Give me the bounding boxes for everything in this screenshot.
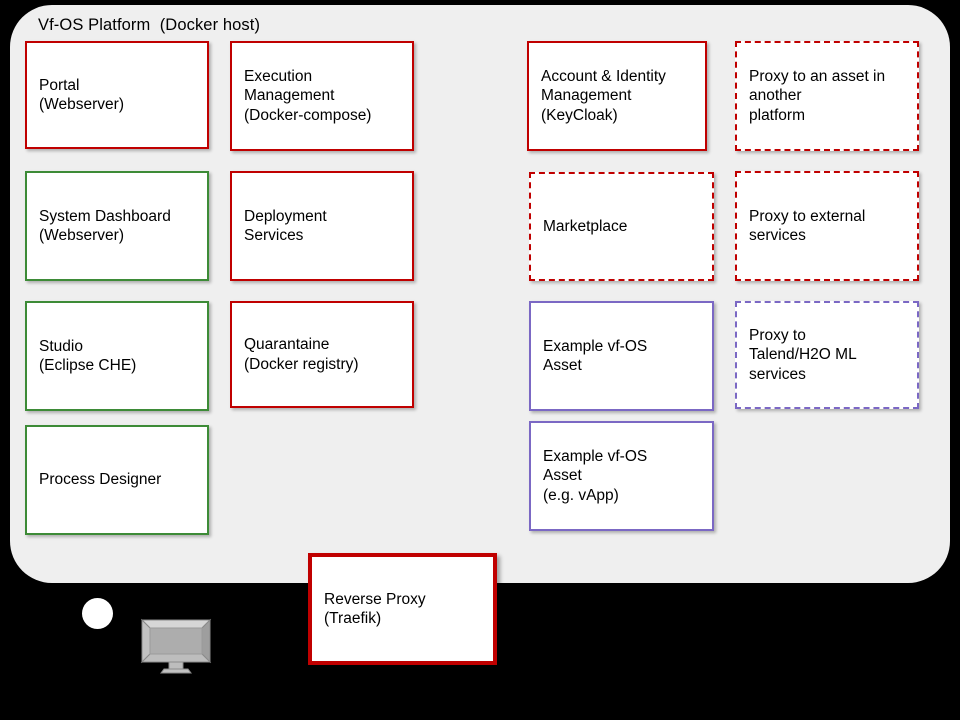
node-label-line: Marketplace	[543, 217, 628, 235]
node-label-line: (Docker-compose)	[244, 106, 372, 124]
monitor-icon	[140, 618, 212, 674]
node-label-line: Reverse Proxy	[324, 590, 426, 608]
node-label-line: platform	[749, 106, 805, 124]
node-label-line: (Webserver)	[39, 227, 124, 244]
node-label-line: services	[749, 365, 806, 383]
page-title: Vf-OS Platform (Docker host)	[38, 16, 261, 34]
node-label-line: Process Designer	[39, 471, 162, 489]
client-dot-icon	[82, 598, 113, 629]
node-label-line: Management	[244, 87, 335, 105]
node-studio[interactable]: Studio (Eclipse CHE)	[25, 301, 209, 411]
node-label-line: Proxy to an asset in	[749, 67, 886, 85]
node-label-line: Asset	[543, 357, 582, 374]
node-label-line: (Webserver)	[39, 96, 124, 113]
node-label-line: Portal	[39, 76, 80, 94]
node-proxy-external[interactable]: Proxy to external services	[735, 171, 919, 281]
node-label-line: Talend/H2O ML	[749, 346, 857, 364]
node-reverse-proxy[interactable]: Reverse Proxy (Traefik)	[308, 553, 497, 665]
node-label-line: (Docker registry)	[244, 355, 359, 373]
node-label-line: Quarantaine	[244, 336, 330, 353]
node-label-line: Proxy to external	[749, 207, 866, 225]
node-example-asset-vapp[interactable]: Example vf-OS Asset(e.g. vApp)	[529, 421, 714, 531]
node-label-line: Execution	[244, 67, 313, 85]
node-process-designer[interactable]: Process Designer	[25, 425, 209, 535]
node-label-line: System Dashboard	[39, 207, 171, 225]
node-label-line: Example vf-OS	[543, 337, 648, 355]
node-label-line: Services	[244, 227, 304, 244]
node-label-line: Proxy to	[749, 326, 806, 344]
node-label-line: (Traefik)	[324, 610, 382, 627]
node-label-line: Example vf-OS	[543, 447, 648, 465]
node-label-line: another	[749, 87, 802, 105]
node-label-line: (Eclipse CHE)	[39, 357, 137, 374]
node-label-line: (KeyCloak)	[541, 106, 618, 124]
node-label-line: Account & Identity	[541, 67, 666, 85]
node-system-dashboard[interactable]: System Dashboard (Webserver)	[25, 171, 209, 281]
node-label-line: Asset	[543, 467, 582, 485]
node-label-line: (e.g. vApp)	[543, 486, 619, 504]
node-quarantaine[interactable]: Quarantaine (Docker registry)	[230, 301, 414, 408]
node-example-asset[interactable]: Example vf-OS Asset	[529, 301, 714, 411]
node-label-line: services	[749, 227, 806, 244]
node-label-line: Studio	[39, 337, 83, 355]
node-label-line: Deployment	[244, 207, 327, 225]
node-marketplace[interactable]: Marketplace	[529, 172, 714, 281]
node-portal[interactable]: Portal (Webserver)	[25, 41, 209, 149]
node-label-line: Management	[541, 87, 632, 105]
